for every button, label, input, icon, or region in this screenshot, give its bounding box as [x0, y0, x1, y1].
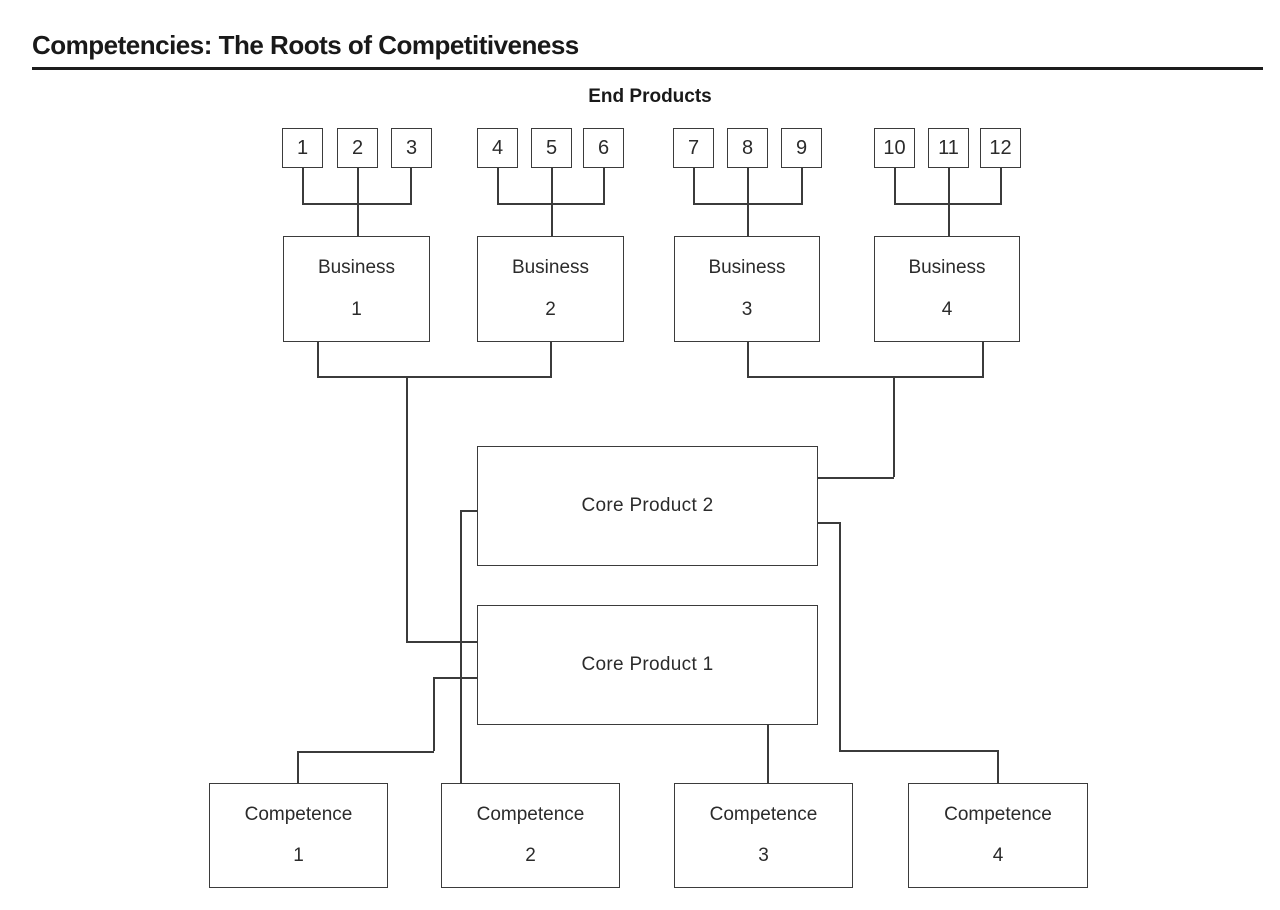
end-product-box-11: 11 — [928, 128, 969, 168]
end-product-box-6: 6 — [583, 128, 624, 168]
business-label: Business — [317, 257, 396, 278]
connector-line — [317, 376, 552, 378]
competence-2-box: Competence 2 — [441, 783, 620, 888]
connector-line — [410, 168, 412, 203]
connector-line — [818, 522, 839, 524]
competence-1-box: Competence 1 — [209, 783, 388, 888]
end-product-box-8: 8 — [727, 128, 768, 168]
connector-line — [460, 510, 462, 783]
competence-number: 1 — [293, 845, 304, 867]
business-number: 2 — [545, 299, 556, 320]
business-number: 4 — [941, 299, 953, 320]
end-product-number: 10 — [883, 136, 906, 159]
end-product-box-12: 12 — [980, 128, 1021, 168]
connector-line — [767, 725, 769, 783]
connector-line — [997, 750, 999, 783]
business-2-box: Business 2 — [477, 236, 624, 342]
core-product-1-box: Core Product 1 — [477, 605, 818, 725]
connector-line — [839, 750, 998, 752]
title-underline — [32, 67, 1263, 70]
connector-line — [297, 751, 434, 753]
competence-number: 2 — [525, 845, 536, 867]
business-label: Business — [708, 257, 786, 278]
connector-line — [302, 168, 304, 203]
end-product-number: 11 — [938, 136, 959, 159]
business-1-box: Business 1 — [283, 236, 430, 342]
connector-line — [693, 203, 803, 205]
core-product-2-box: Core Product 2 — [477, 446, 818, 566]
end-product-number: 1 — [296, 136, 309, 159]
connector-line — [302, 203, 412, 205]
end-product-number: 8 — [741, 136, 754, 159]
end-product-number: 12 — [989, 136, 1012, 159]
connector-line — [747, 342, 749, 376]
end-product-box-4: 4 — [477, 128, 518, 168]
competence-number: 4 — [992, 845, 1004, 867]
end-product-box-9: 9 — [781, 128, 822, 168]
business-number: 3 — [741, 299, 753, 320]
connector-line — [948, 168, 950, 236]
connector-line — [894, 203, 1002, 205]
connector-line — [982, 342, 984, 376]
business-3-box: Business 3 — [674, 236, 820, 342]
connector-line — [747, 168, 749, 236]
competence-label: Competence — [244, 803, 353, 825]
connector-line — [297, 751, 299, 783]
connector-line — [894, 168, 896, 203]
connector-line — [550, 342, 552, 376]
end-product-box-2: 2 — [337, 128, 378, 168]
connector-line — [317, 342, 319, 376]
connector-line — [893, 376, 895, 477]
end-product-box-10: 10 — [874, 128, 915, 168]
end-product-box-5: 5 — [531, 128, 572, 168]
page-title: Competencies: The Roots of Competitivene… — [32, 30, 579, 60]
end-products-heading: End Products — [588, 86, 712, 107]
connector-line — [747, 376, 984, 378]
end-product-box-1: 1 — [282, 128, 323, 168]
connector-line — [551, 168, 553, 236]
connector-line — [357, 168, 359, 236]
end-product-number: 3 — [405, 136, 418, 159]
core-product-2-label: Core Product 2 — [581, 495, 714, 516]
connector-line — [497, 203, 605, 205]
business-label: Business — [908, 257, 986, 278]
end-product-number: 7 — [687, 136, 700, 159]
connector-line — [693, 168, 695, 203]
connector-line — [406, 376, 408, 641]
competence-3-box: Competence 3 — [674, 783, 853, 888]
end-product-box-7: 7 — [673, 128, 714, 168]
connector-line — [818, 477, 894, 479]
competence-label: Competence — [944, 803, 1052, 825]
business-4-box: Business 4 — [874, 236, 1020, 342]
competence-label: Competence — [709, 803, 818, 825]
connector-line — [603, 168, 605, 203]
connector-line — [433, 677, 477, 679]
connector-line — [801, 168, 803, 203]
competence-4-box: Competence 4 — [908, 783, 1088, 888]
end-product-number: 6 — [597, 136, 610, 159]
end-product-number: 5 — [545, 136, 558, 159]
business-number: 1 — [351, 299, 362, 320]
end-product-number: 2 — [351, 136, 364, 159]
competence-label: Competence — [476, 803, 585, 825]
connector-line — [406, 641, 477, 643]
core-product-1-label: Core Product 1 — [581, 654, 714, 675]
connector-line — [497, 168, 499, 203]
end-product-number: 4 — [491, 136, 504, 159]
business-label: Business — [511, 257, 590, 278]
competence-number: 3 — [758, 845, 769, 867]
connector-line — [433, 677, 435, 751]
end-product-box-3: 3 — [391, 128, 432, 168]
connector-line — [839, 522, 841, 750]
end-product-number: 9 — [795, 136, 808, 159]
connector-line — [460, 510, 477, 512]
connector-line — [1000, 168, 1002, 203]
